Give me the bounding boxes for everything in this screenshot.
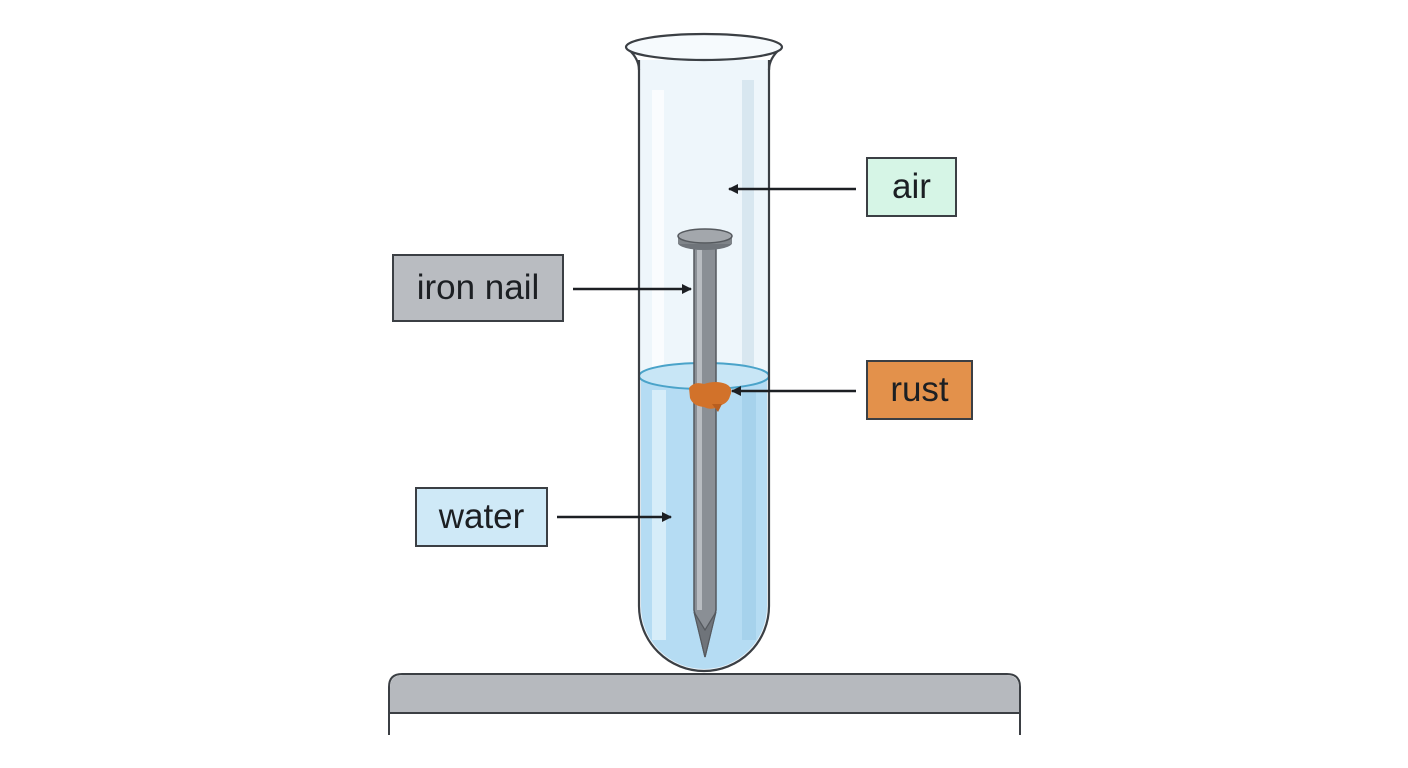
nail-tip: [693, 611, 717, 658]
water-highlight: [652, 390, 666, 640]
label-air: air: [866, 157, 957, 217]
nail-head-top: [677, 228, 733, 244]
stand-top: [388, 673, 1021, 735]
tube-outline: [637, 60, 771, 673]
label-water: water: [415, 487, 548, 547]
tube-rim: [624, 32, 784, 62]
glass-shade: [742, 80, 754, 370]
glass-highlight: [652, 90, 664, 370]
rust-patch: [689, 382, 732, 409]
label-iron-nail: iron nail: [392, 254, 564, 322]
label-rust: rust: [866, 360, 973, 420]
nail-shaft-highlight: [697, 250, 702, 610]
pointer-arrows: [557, 184, 856, 522]
stand: [388, 673, 1021, 735]
test-tube: [624, 32, 784, 673]
water-shade: [742, 390, 756, 640]
iron-nail: [677, 228, 733, 658]
stand-surface: [390, 675, 1019, 713]
rust-drip: [712, 404, 722, 412]
